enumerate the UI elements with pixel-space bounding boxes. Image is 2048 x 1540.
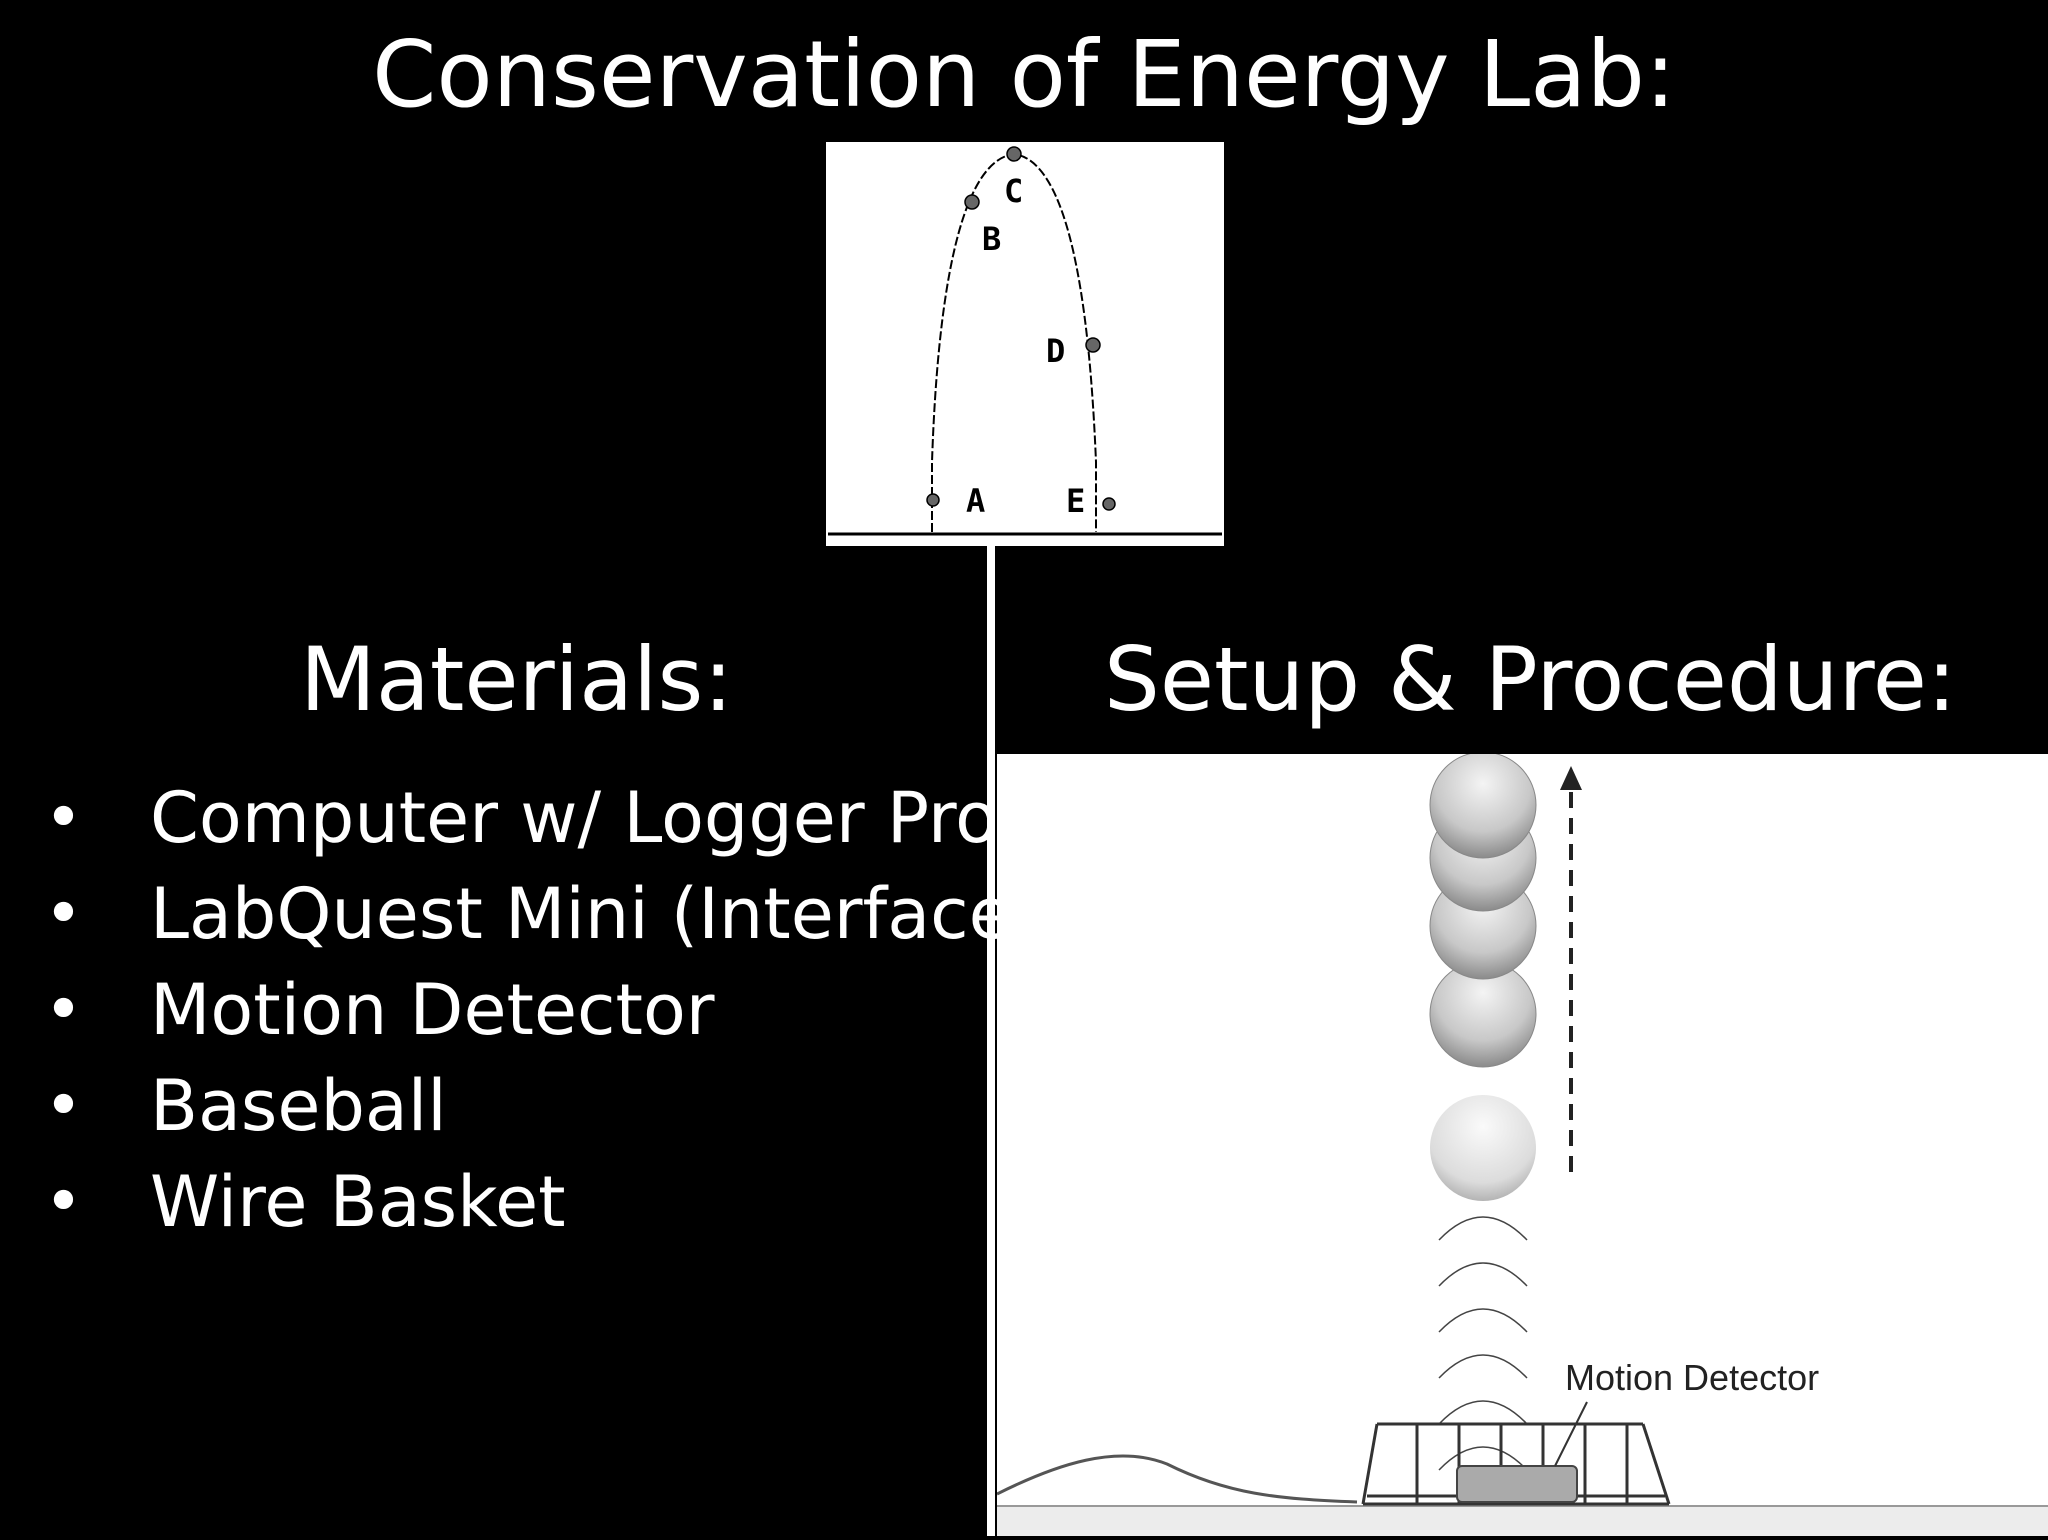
point-c-label: C — [1004, 172, 1023, 210]
point-a-label: A — [966, 482, 985, 520]
trajectory-diagram: A B C D E — [826, 142, 1224, 546]
trajectory-arc — [931, 152, 1097, 532]
detector-cable — [996, 1454, 1358, 1504]
list-item-text: LabQuest Mini (Interface) — [150, 873, 1039, 955]
trajectory-svg: A B C D E — [828, 146, 1222, 536]
setup-svg: Motion Detector — [996, 751, 2048, 1536]
motion-arrow-icon — [1560, 766, 1582, 790]
detector-label: Motion Detector — [1565, 1357, 1819, 1398]
setup-diagram: Motion Detector — [996, 751, 2048, 1536]
point-e-label: E — [1066, 482, 1085, 520]
point-e-marker — [1102, 497, 1116, 511]
list-item: • Baseball — [0, 1058, 1039, 1154]
list-item-text: Baseball — [150, 1065, 447, 1147]
list-item: • Computer w/ Logger Pro — [0, 770, 1039, 866]
setup-heading: Setup & Procedure: — [1104, 628, 1957, 731]
point-c-marker — [1006, 146, 1022, 162]
list-item: • Wire Basket — [0, 1154, 1039, 1250]
slide-title: Conservation of Energy Lab: — [372, 21, 1676, 128]
ball-1 — [1430, 1095, 1536, 1201]
point-b-label: B — [982, 220, 1001, 258]
bullet-icon: • — [44, 779, 83, 856]
list-item-text: Wire Basket — [150, 1161, 566, 1243]
list-item: • LabQuest Mini (Interface) — [0, 866, 1039, 962]
bullet-icon: • — [44, 1067, 83, 1144]
point-d-marker — [1085, 337, 1101, 353]
bullet-icon: • — [44, 971, 83, 1048]
ball-5 — [1429, 751, 1537, 859]
materials-list: • Computer w/ Logger Pro • LabQuest Mini (… — [0, 770, 1039, 1250]
materials-heading: Materials: — [300, 628, 733, 731]
column-divider — [987, 546, 995, 1536]
motion-detector — [1456, 1465, 1578, 1503]
point-a-marker — [926, 493, 940, 507]
bullet-icon: • — [44, 875, 83, 952]
point-d-label: D — [1046, 332, 1065, 370]
list-item-text: Motion Detector — [150, 969, 715, 1051]
floor — [997, 1506, 2048, 1536]
detector-label-leader — [1554, 1401, 1588, 1467]
list-item-text: Computer w/ Logger Pro — [150, 777, 998, 859]
bullet-icon: • — [44, 1163, 83, 1240]
sound-wave-icon — [1438, 1216, 1528, 1471]
list-item: • Motion Detector — [0, 962, 1039, 1058]
point-b-marker — [964, 194, 980, 210]
